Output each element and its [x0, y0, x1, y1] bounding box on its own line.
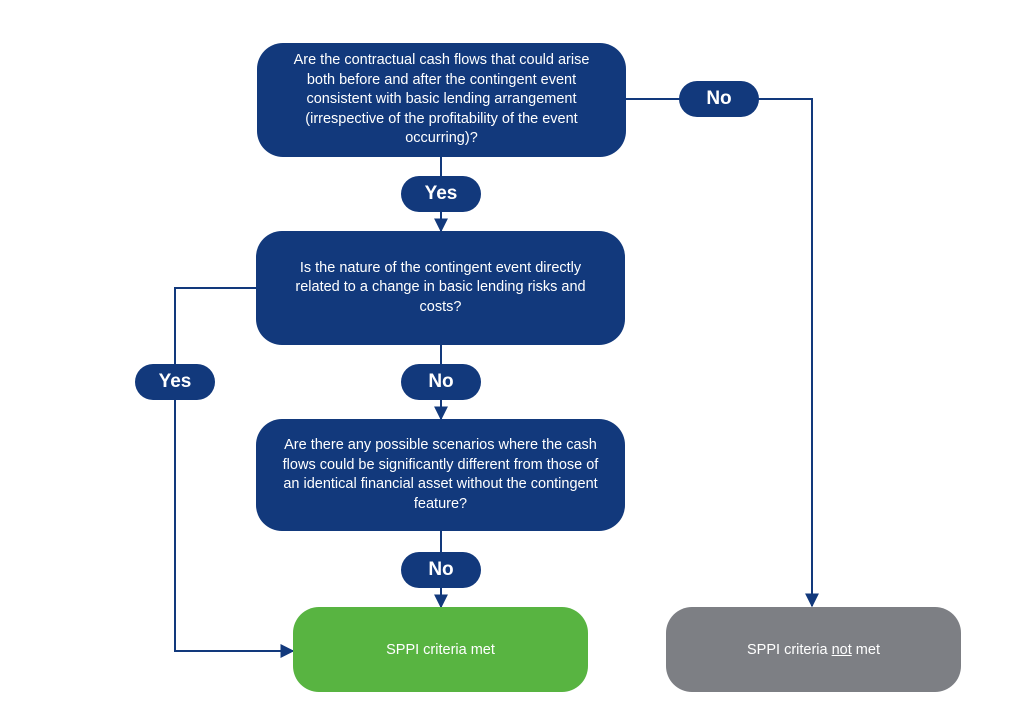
question-2-text: Is the nature of the contingent event di… [295, 259, 586, 315]
q3-no-label: No [401, 552, 481, 588]
question-3-box: Are there any possible scenarios where t… [256, 419, 625, 531]
question-3-text: Are there any possible scenarios where t… [282, 437, 599, 512]
q1-yes-label: Yes [401, 176, 481, 212]
sppi-not-met-prefix: SPPI criteria [747, 641, 832, 658]
question-2-box: Is the nature of the contingent event di… [256, 231, 625, 345]
sppi-met-text: SPPI criteria met [386, 641, 495, 658]
question-1-text: Are the contractual cash flows that coul… [293, 52, 590, 147]
sppi-not-met-text: SPPI criteria not met [747, 642, 880, 658]
connector-q2-yes [174, 287, 295, 658]
q2-yes-label: Yes [135, 364, 215, 400]
q2-no-label: No [401, 364, 481, 400]
q1-no-label: No [679, 81, 759, 117]
connector-q1-no [626, 98, 819, 608]
sppi-not-met-emphasis: not [831, 641, 852, 658]
question-1-box: Are the contractual cash flows that coul… [257, 43, 626, 157]
sppi-met-box: SPPI criteria met [293, 607, 588, 692]
sppi-not-met-box: SPPI criteria not met [666, 607, 961, 692]
sppi-not-met-suffix: met [851, 641, 880, 658]
